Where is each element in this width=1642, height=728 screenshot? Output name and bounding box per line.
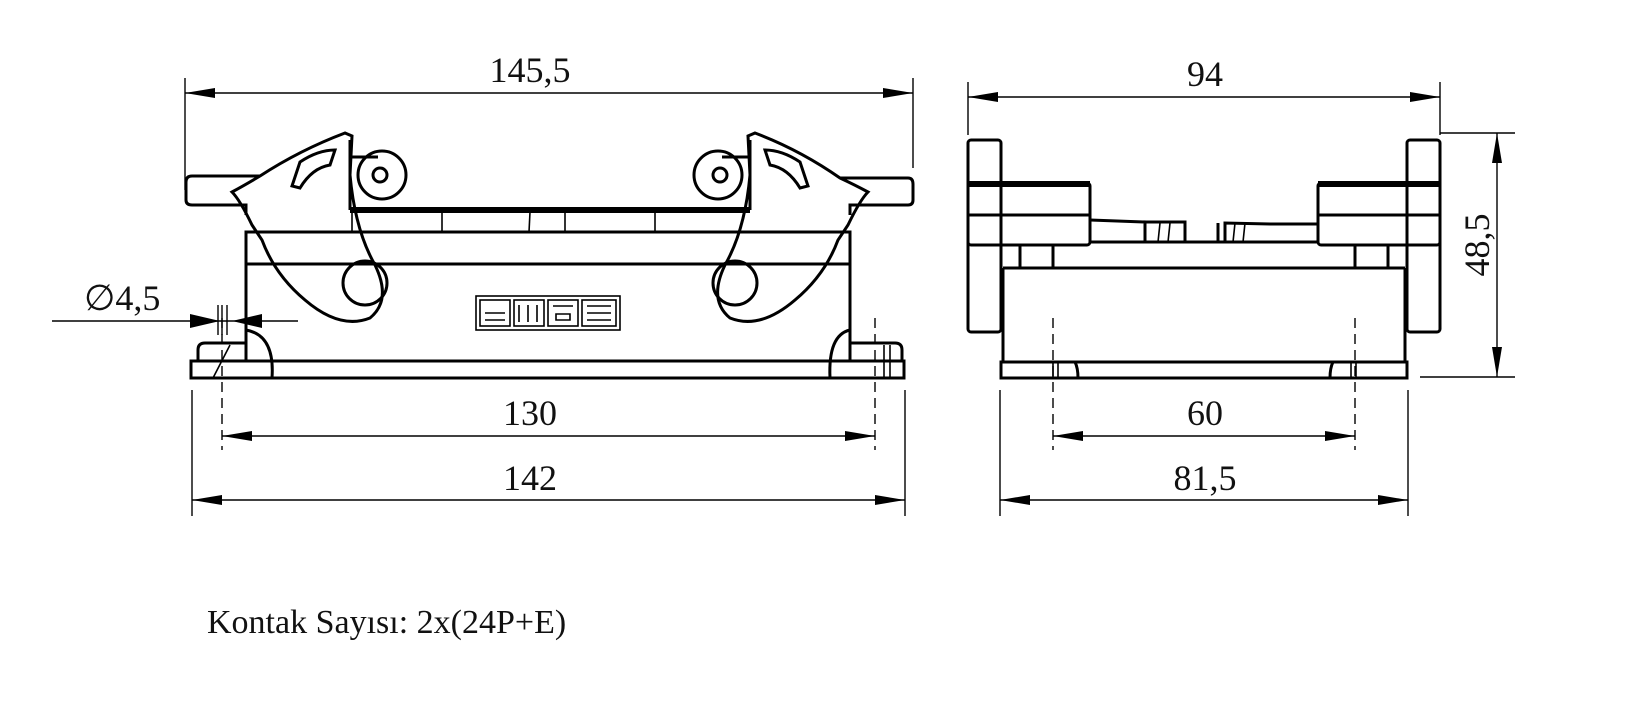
connector-hood-front — [184, 131, 915, 380]
dimension-base-width-front: 142 — [191, 390, 906, 516]
front-view: 145,5 — [52, 50, 915, 516]
side-view: 94 — [966, 54, 1515, 516]
dimension-label: 48,5 — [1457, 214, 1497, 277]
cable-entry-right — [711, 259, 759, 307]
dimension-label: 94 — [1187, 54, 1223, 94]
dimension-overall-width-front: 145,5 — [184, 50, 914, 190]
locking-lever-right — [716, 131, 871, 323]
locking-lever-left — [229, 131, 384, 323]
dimension-hole-spacing-side: 60 — [1052, 318, 1356, 450]
contact-count-note: Kontak Sayısı: 2x(24P+E) — [207, 604, 566, 641]
connector-hood-side — [966, 138, 1442, 380]
dimension-label: 81,5 — [1174, 458, 1237, 498]
dimension-label: 145,5 — [490, 50, 571, 90]
dimension-overall-width-side: 94 — [967, 54, 1441, 135]
dimension-hole-spacing-front: 130 — [221, 318, 876, 450]
dimension-hole-diameter: ∅4,5 — [52, 278, 298, 335]
dimension-label: 60 — [1187, 393, 1223, 433]
dimension-height: 48,5 — [1420, 132, 1515, 378]
dimension-label: ∅4,5 — [84, 278, 160, 318]
dimension-label: 130 — [503, 393, 557, 433]
cable-entry-left — [341, 259, 389, 307]
dimension-base-width-side: 81,5 — [999, 390, 1409, 516]
emas-logo — [475, 295, 621, 331]
dimension-label: 142 — [503, 458, 557, 498]
